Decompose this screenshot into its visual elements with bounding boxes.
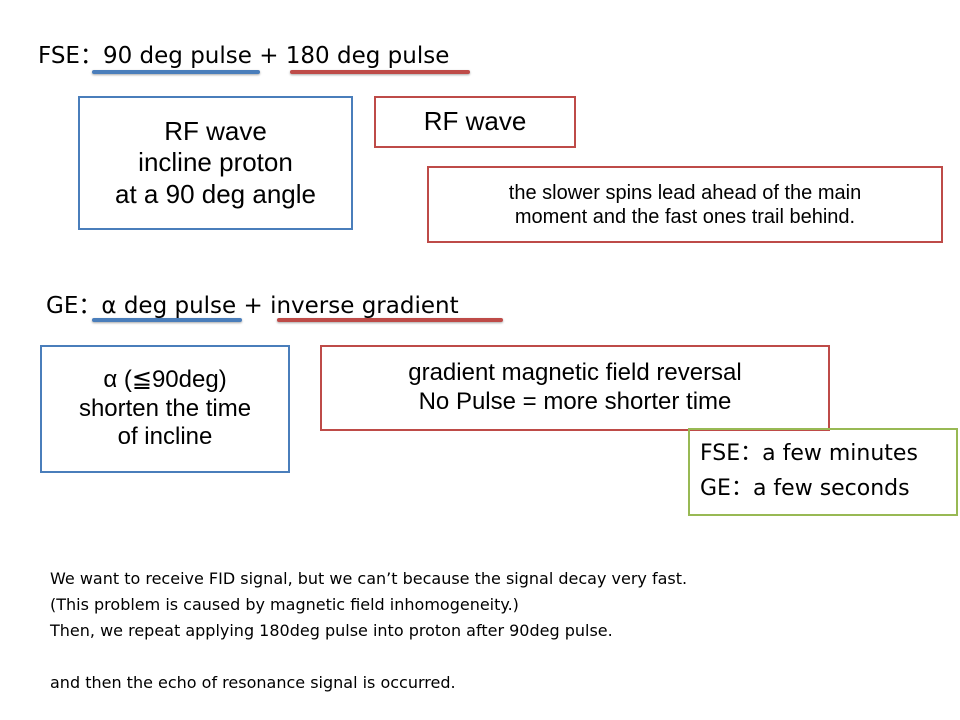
ge-alpha-underline <box>92 318 242 322</box>
note-line-5: and then the echo of resonance signal is… <box>50 673 456 692</box>
alpha-line-1: α (≦90deg) <box>103 365 227 393</box>
spin-explanation-line-1: the slower spins lead ahead of the main <box>508 181 862 204</box>
comparison-fse-text: FSE：a few minutes <box>700 441 918 466</box>
rf-wave-90-line-1: RF wave <box>164 116 267 147</box>
ge-heading: GE：α deg pulse + inverse gradient <box>46 293 459 319</box>
spin-explanation-box: the slower spins lead ahead of the main … <box>427 166 943 243</box>
note-line-blank <box>50 644 910 670</box>
alpha-box: α (≦90deg) shorten the time of incline <box>40 345 290 473</box>
gradient-line-2: No Pulse = more shorter time <box>418 388 732 415</box>
ge-gradient-underline <box>277 318 503 322</box>
fse-90-underline <box>92 70 260 74</box>
alpha-line-2: shorten the time <box>78 394 252 422</box>
fse-180-underline <box>290 70 470 74</box>
rf-wave-180-box: RF wave <box>374 96 576 148</box>
gradient-line-1: gradient magnetic field reversal <box>408 359 742 387</box>
fse-heading: FSE：90 deg pulse + 180 deg pulse <box>38 43 450 69</box>
scan-time-comparison-box: FSE：a few minutes GE：a few seconds <box>688 428 958 516</box>
comparison-ge-text: GE：a few seconds <box>700 476 910 502</box>
comparison-fse: FSE：a few minutes <box>700 436 918 471</box>
rf-wave-90-box: RF wave incline proton at a 90 deg angle <box>78 96 353 230</box>
gradient-box: gradient magnetic field reversal No Puls… <box>320 345 830 431</box>
spin-explanation-line-2: moment and the fast ones trail behind. <box>514 205 856 228</box>
alpha-line-3: of incline <box>117 423 213 451</box>
rf-wave-180-label: RF wave <box>423 106 527 137</box>
note-line-2: (This problem is caused by magnetic fiel… <box>50 595 519 614</box>
note-line-1: We want to receive FID signal, but we ca… <box>50 569 688 588</box>
rf-wave-90-line-3: at a 90 deg angle <box>115 178 316 209</box>
comparison-ge: GE：a few seconds <box>700 471 910 506</box>
note-line-3: Then, we repeat applying 180deg pulse in… <box>50 621 613 640</box>
notes-block: We want to receive FID signal, but we ca… <box>50 566 910 696</box>
rf-wave-90-line-2: incline proton <box>138 147 293 178</box>
